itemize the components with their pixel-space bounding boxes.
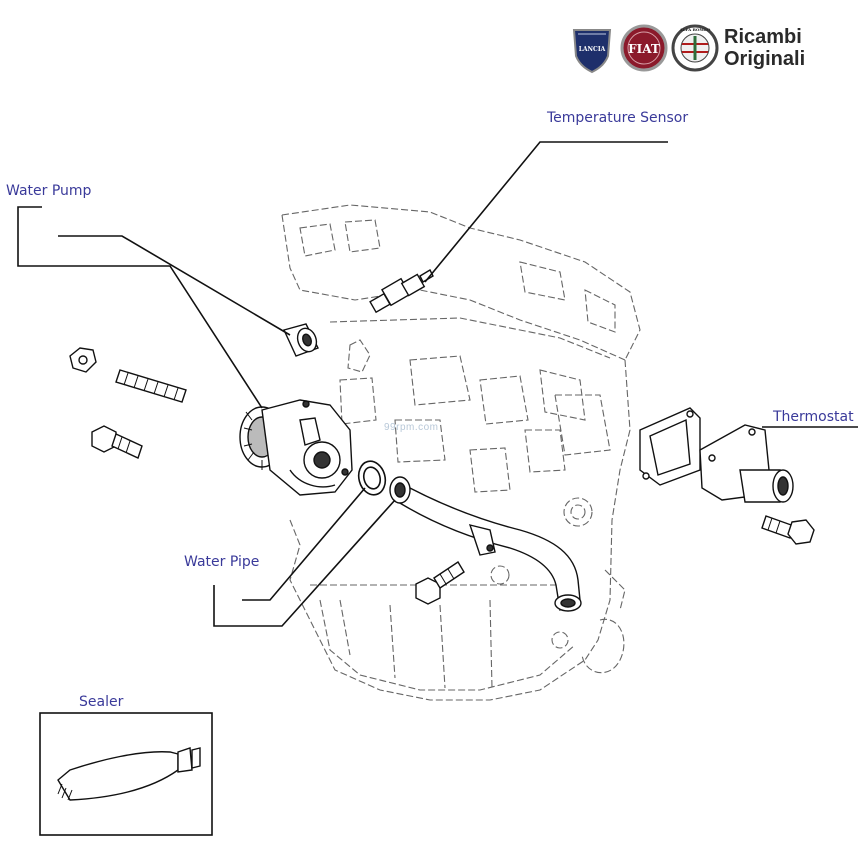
- label-temperature-sensor: Temperature Sensor: [547, 110, 689, 126]
- spacer-bushing-part: [283, 323, 319, 357]
- lancia-logo: LANCIA: [572, 29, 612, 74]
- water-pump-part: [239, 399, 353, 496]
- label-thermostat: Thermostat: [773, 409, 854, 425]
- callout-lines: [17, 141, 858, 627]
- brand-line-2: Originali: [724, 48, 806, 70]
- svg-text:ALFA ROMEO: ALFA ROMEO: [679, 27, 711, 32]
- pipe-bolt-part: [415, 561, 465, 605]
- brand-line-1: Ricambi: [724, 26, 802, 48]
- label-water-pipe: Water Pipe: [184, 554, 260, 570]
- fiat-logo: FIAT: [620, 24, 668, 72]
- label-water-pump: Water Pump: [6, 183, 92, 199]
- label-sealer: Sealer: [79, 694, 124, 710]
- thermostat-bolt-part: [761, 515, 815, 545]
- svg-text:FIAT: FIAT: [628, 42, 660, 56]
- thermostat-gasket-part: [639, 407, 701, 486]
- temperature-sensor-part: [369, 269, 434, 314]
- brand-logos: LANCIA FIAT ALFA ROMEO: [572, 24, 719, 74]
- alfa-romeo-logo: ALFA ROMEO: [671, 24, 719, 72]
- sealer-tube-part: [57, 747, 201, 801]
- o-ring-part: [357, 460, 387, 496]
- thermostat-housing-part: [699, 424, 794, 503]
- watermark: 99rpm.com: [384, 422, 439, 433]
- stud-part: [115, 369, 187, 403]
- pump-bolt-part: [91, 425, 143, 459]
- nut-part: [69, 347, 97, 373]
- svg-text:LANCIA: LANCIA: [579, 46, 606, 53]
- water-pipe-part: [389, 476, 582, 612]
